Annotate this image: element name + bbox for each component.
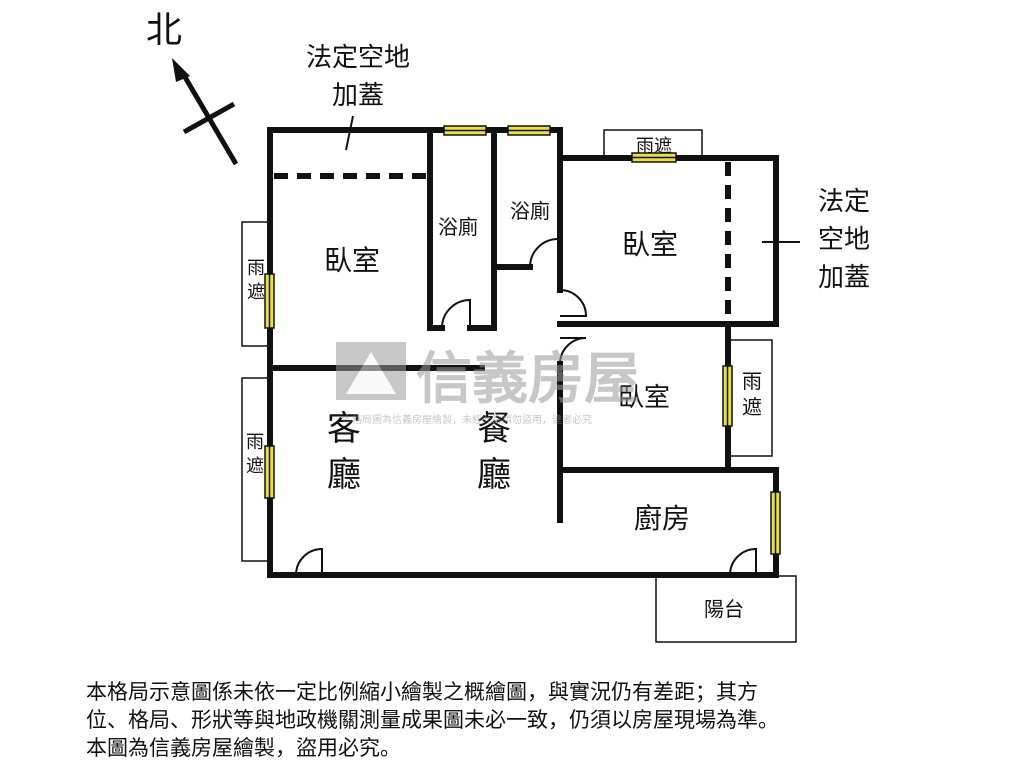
svg-text:空地: 空地 xyxy=(818,225,870,255)
canopy-left-lower-1: 雨 xyxy=(246,432,264,453)
brand-logo-icon xyxy=(336,342,406,400)
room-bedroom-mid: 臥室 xyxy=(618,383,670,413)
svg-text:法定空地: 法定空地 xyxy=(306,43,410,73)
window-left-2 xyxy=(264,445,275,499)
annotation-right: 法定 空地 加蓋 xyxy=(818,187,870,293)
watermark-brand: 信義房屋 xyxy=(416,347,640,412)
canopy-right-2: 遮 xyxy=(742,395,762,419)
window-top-2 xyxy=(507,125,551,136)
room-bath-1: 浴廁 xyxy=(438,215,478,239)
room-living-1: 客 xyxy=(327,409,361,449)
window-top-1 xyxy=(443,125,487,136)
arrow-head-icon xyxy=(172,58,190,82)
watermark-notice: 本格局圖為信義房屋繪製，未經允許請勿盜用，違者必究 xyxy=(342,413,592,426)
svg-text:加蓋: 加蓋 xyxy=(818,263,870,293)
room-bath-2: 浴廁 xyxy=(510,199,550,223)
room-labels: 臥室 浴廁 浴廁 臥室 臥室 客 廳 餐 廳 廚房 陽台 雨遮 雨 遮 雨 遮 … xyxy=(246,136,762,621)
svg-text:法定: 法定 xyxy=(818,187,870,217)
room-dining-1: 餐 xyxy=(477,409,511,449)
window-right-1 xyxy=(722,365,733,427)
watermark: 信義房屋 本格局圖為信義房屋繪製，未經允許請勿盜用，違者必究 xyxy=(336,342,640,426)
disclaimer-line-2: 位、格局、形狀等與地政機關測量成果圖未必一致，仍須以房屋現場為準。 xyxy=(86,708,779,732)
disclaimer-line-3: 本圖為信義房屋繪製，盜用必究。 xyxy=(86,736,401,760)
room-living-2: 廳 xyxy=(327,455,361,495)
window-left-1 xyxy=(264,273,275,329)
windows xyxy=(264,125,781,555)
canopy-left-upper-2: 遮 xyxy=(247,282,265,303)
canopy-left-lower-2: 遮 xyxy=(246,456,264,477)
canopy-top-label: 雨遮 xyxy=(636,136,672,157)
room-bedroom-nw: 臥室 xyxy=(324,244,380,277)
compass: 北 xyxy=(146,10,239,166)
svg-text:加蓋: 加蓋 xyxy=(332,81,384,111)
dashed-boundaries xyxy=(274,162,731,320)
annotation-top: 法定空地 加蓋 xyxy=(306,43,410,111)
room-dining-2: 廳 xyxy=(477,455,511,495)
room-bedroom-ne: 臥室 xyxy=(622,228,678,261)
window-right-2 xyxy=(770,491,781,555)
room-balcony: 陽台 xyxy=(704,597,744,621)
floor-plan: 北 法定空地 加蓋 法定 空地 加蓋 臥室 浴廁 浴廁 臥室 臥室 客 廳 餐 … xyxy=(146,10,870,643)
canopy-left-upper-1: 雨 xyxy=(247,258,265,279)
window-top-3 xyxy=(631,152,677,163)
canopy-right-1: 雨 xyxy=(742,369,762,393)
disclaimer-line-1: 本格局示意圖係未依一定比例縮小繪製之概繪圖，與實況仍有差距；其方 xyxy=(86,680,758,704)
disclaimer: 本格局示意圖係未依一定比例縮小繪製之概繪圖，與實況仍有差距；其方 位、格局、形狀… xyxy=(86,678,986,762)
door-swings xyxy=(295,238,757,576)
room-kitchen: 廚房 xyxy=(634,502,690,535)
north-label: 北 xyxy=(146,10,182,51)
